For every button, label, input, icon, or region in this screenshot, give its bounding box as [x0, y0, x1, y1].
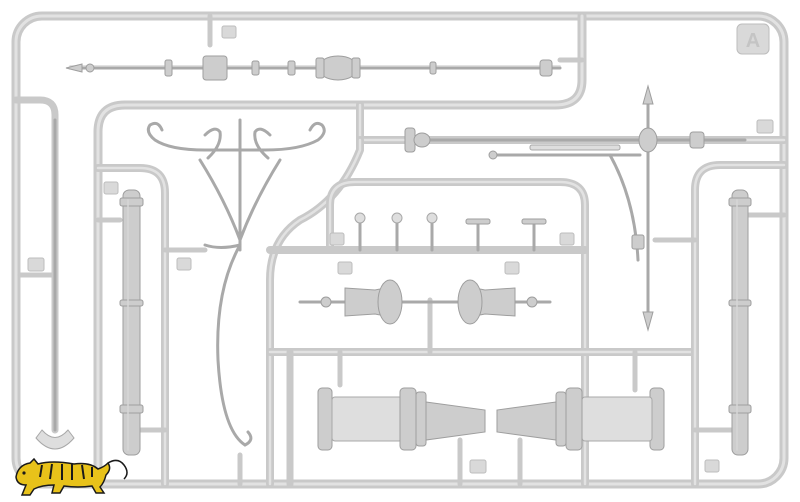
- right-column-tube-part: [728, 189, 752, 456]
- part-tab: [756, 119, 774, 134]
- part-tab: [504, 261, 520, 275]
- lantern-bodies: [317, 387, 665, 451]
- part-tab: [329, 232, 345, 246]
- part-number-tabs: A: [27, 23, 774, 474]
- small-pins-row: [354, 212, 547, 252]
- part-tab: [27, 257, 45, 272]
- sprue-letter: A: [746, 30, 760, 52]
- part-tab: [704, 459, 720, 473]
- left-column-tube-part: [119, 189, 144, 456]
- part-tab: [103, 181, 119, 195]
- sprue-letter-tab: [736, 23, 770, 55]
- part-tab: [559, 232, 575, 246]
- ornamental-bracket-part: [146, 118, 326, 447]
- part-tab: [176, 257, 192, 271]
- part-tab: [221, 25, 237, 39]
- tiger-logo-icon: [15, 457, 128, 496]
- part-tab: [337, 261, 353, 275]
- left-long-rod-part: [35, 118, 75, 450]
- lamp-arm-part: [404, 84, 747, 332]
- part-tab: [469, 459, 487, 474]
- top-lamp-rod-part: [65, 55, 562, 81]
- lamp-heads-row: [298, 279, 552, 325]
- sprue-frame: [11, 11, 789, 489]
